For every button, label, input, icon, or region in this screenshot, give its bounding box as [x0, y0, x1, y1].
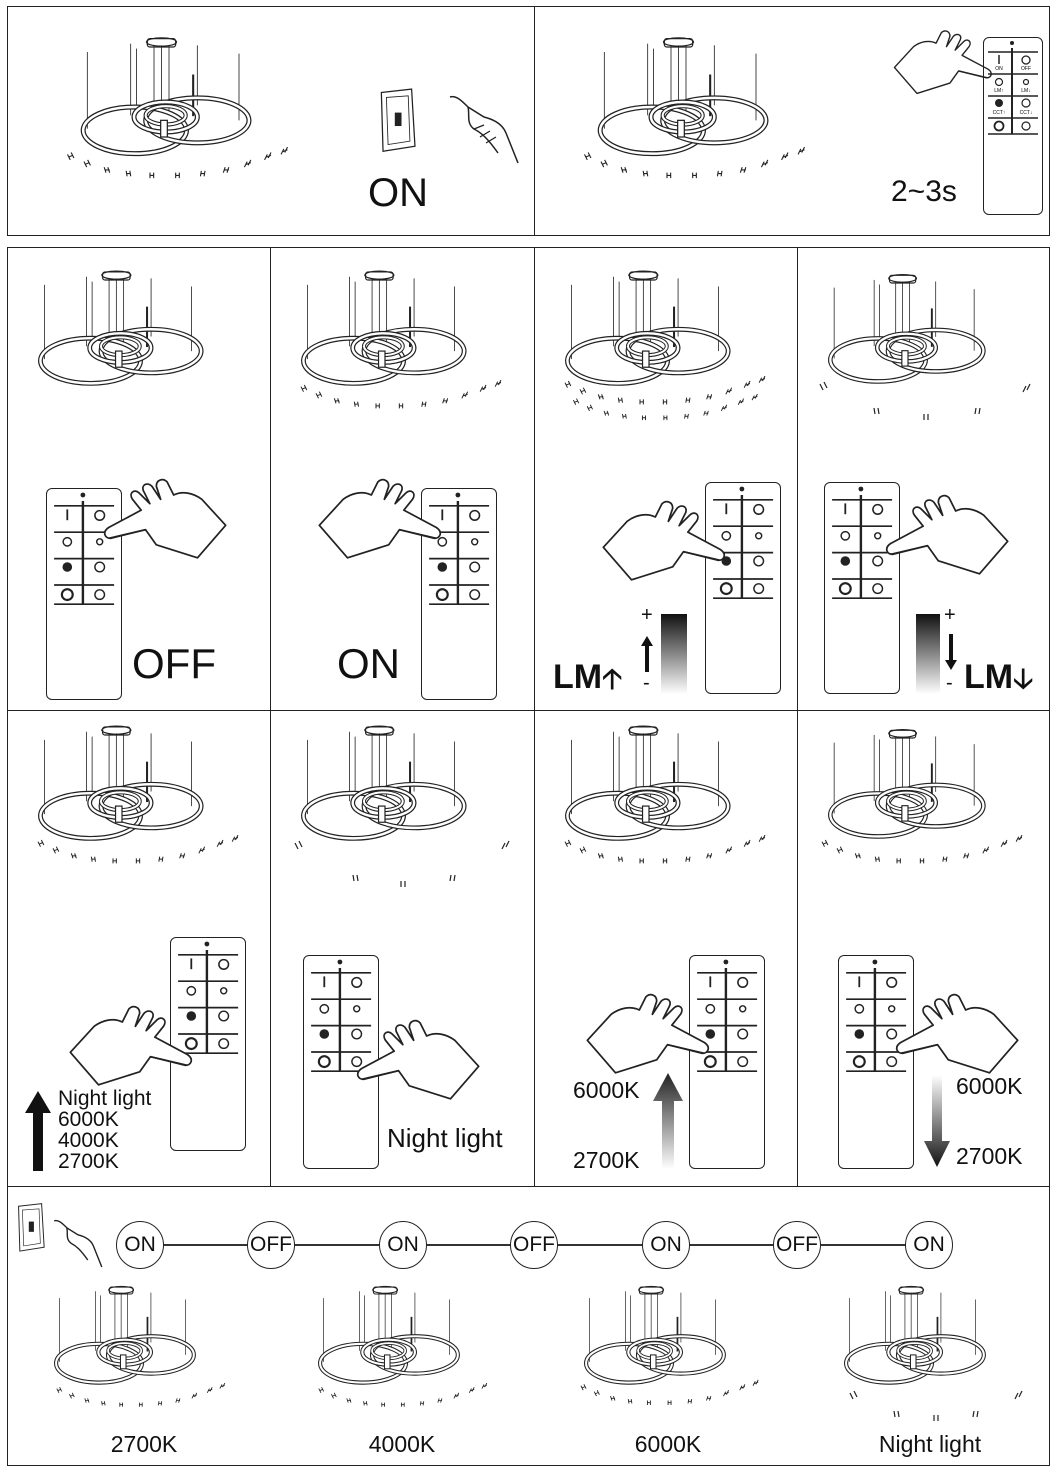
seq-node-off-2: OFF [510, 1221, 558, 1269]
brightness-gradient-bar [916, 614, 940, 694]
on-caption: ON [337, 640, 400, 687]
pointing-hand-icon [449, 95, 519, 164]
seq-node-on-3: ON [642, 1221, 690, 1269]
light-rays-icon [580, 147, 820, 202]
pointing-hand-icon [100, 476, 230, 566]
ring-chandelier-icon [38, 268, 248, 418]
panel-switch-on: ON [7, 6, 536, 236]
remote-control-icon[interactable] [421, 488, 497, 700]
arrow-up-icon [25, 1091, 51, 1171]
hold-duration-caption: 2~3s [891, 175, 957, 208]
panel-on: ON [270, 247, 536, 712]
pointing-hand-icon [891, 29, 995, 99]
pointing-hand-icon [599, 498, 729, 588]
cct-6000k-label: 6000K [58, 1108, 119, 1131]
pointing-hand-icon [892, 991, 1022, 1081]
night-light-caption: Night light [387, 1123, 503, 1153]
remote-button-grid [846, 959, 907, 1073]
remote-button-grid [832, 486, 893, 600]
panel-cct-up: 6000K 2700K [534, 710, 799, 1188]
remote-button-grid [713, 486, 774, 600]
remote-control-icon[interactable] [824, 482, 900, 694]
remote-control-icon[interactable] [705, 482, 781, 694]
remote-button-grid [178, 941, 239, 1055]
arrow-up-icon: 🡡 [602, 663, 623, 694]
light-rays-icon [28, 835, 258, 885]
lamp-label-4000k: 4000K [368, 1431, 436, 1457]
panel-off: OFF [7, 247, 272, 712]
cct-high-label: 6000K [573, 1077, 640, 1103]
svg-text:CCT↓: CCT↓ [1020, 110, 1033, 116]
cct-high-label: 6000K [956, 1073, 1023, 1099]
remote-button-grid: ON OFF LM↑ LM↓ CCT↑ CCT↓ [988, 41, 1038, 135]
panel-cct-cycle: Night light 6000K 4000K 2700K [7, 710, 272, 1188]
pointing-hand-icon [583, 991, 713, 1081]
wall-switch-icon [16, 1201, 48, 1255]
remote-control-icon[interactable]: ON OFF LM↑ LM↓ CCT↑ CCT↓ [983, 37, 1043, 215]
plus-sign: + [944, 604, 956, 626]
light-rays-icon [312, 1383, 502, 1425]
svg-text:LM↑: LM↑ [994, 88, 1003, 94]
panel-pairing: ON OFF LM↑ LM↓ CCT↑ CCT↓ 2~3s [534, 6, 1050, 236]
light-rays-icon [555, 835, 785, 885]
wall-switch-icon [378, 79, 420, 163]
lm-down-caption: LM🡣 [964, 658, 1034, 696]
cct-gradient-arrow-up [653, 1073, 683, 1169]
light-rays-icon [816, 835, 1038, 885]
seq-node-off-3: OFF [773, 1221, 821, 1269]
switch-on-caption: ON [368, 171, 428, 215]
lamp-label-night-light: Night light [878, 1431, 982, 1457]
light-rays-icon [294, 840, 510, 887]
remote-control-icon[interactable] [838, 955, 914, 1169]
light-rays-icon [565, 394, 775, 440]
cct-2700k-label: 2700K [58, 1150, 119, 1173]
arrow-up-icon [641, 636, 653, 672]
seq-node-on-1: ON [116, 1221, 164, 1269]
light-rays-icon [849, 1390, 1023, 1421]
panel-switch-sequence: ON OFF ON OFF ON OFF ON 2700K 4000K 6000… [7, 1186, 1050, 1466]
pointing-hand-icon [315, 476, 445, 566]
plus-sign: + [641, 604, 653, 626]
remote-control-icon[interactable] [170, 937, 246, 1151]
night-light-label: Night light [58, 1087, 152, 1110]
light-rays-icon [50, 1383, 240, 1425]
light-rays-icon [578, 1379, 770, 1425]
remote-button-grid [429, 492, 490, 606]
light-rays-icon [63, 147, 303, 202]
svg-text:LM↓: LM↓ [1021, 88, 1030, 94]
pointing-hand-icon [882, 492, 1012, 582]
pointing-hand-icon [53, 1219, 103, 1268]
lamp-label-2700k: 2700K [110, 1431, 178, 1457]
pointing-hand-icon [353, 1017, 483, 1107]
light-rays-icon [293, 380, 519, 430]
panel-cct-down: 6000K 2700K [797, 710, 1050, 1188]
panel-brightness-up: + - LM🡡 [534, 247, 799, 712]
cct-low-label: 2700K [956, 1143, 1023, 1169]
lamp-label-6000k: 6000K [634, 1431, 702, 1457]
seq-node-off-1: OFF [247, 1221, 295, 1269]
arrow-down-icon: 🡣 [1013, 663, 1034, 694]
lm-up-caption: LM🡡 [553, 658, 623, 696]
cct-4000k-label: 4000K [58, 1129, 119, 1152]
minus-sign: - [946, 672, 953, 694]
off-caption: OFF [132, 640, 216, 687]
light-rays-icon [819, 381, 1031, 420]
seq-node-on-4: ON [905, 1221, 953, 1269]
brightness-gradient-bar [661, 614, 687, 694]
seq-node-on-2: ON [379, 1221, 427, 1269]
minus-sign: - [643, 672, 650, 694]
arrow-down-icon [945, 634, 957, 670]
pointing-hand-icon [66, 1003, 196, 1093]
cct-low-label: 2700K [573, 1147, 640, 1173]
panel-brightness-down: + - LM🡣 [797, 247, 1050, 712]
svg-text:ON: ON [995, 66, 1003, 72]
panel-night-light: Night light [270, 710, 536, 1188]
svg-text:OFF: OFF [1021, 66, 1031, 72]
cct-gradient-arrow-down [924, 1075, 950, 1167]
svg-text:CCT↑: CCT↑ [993, 110, 1006, 116]
